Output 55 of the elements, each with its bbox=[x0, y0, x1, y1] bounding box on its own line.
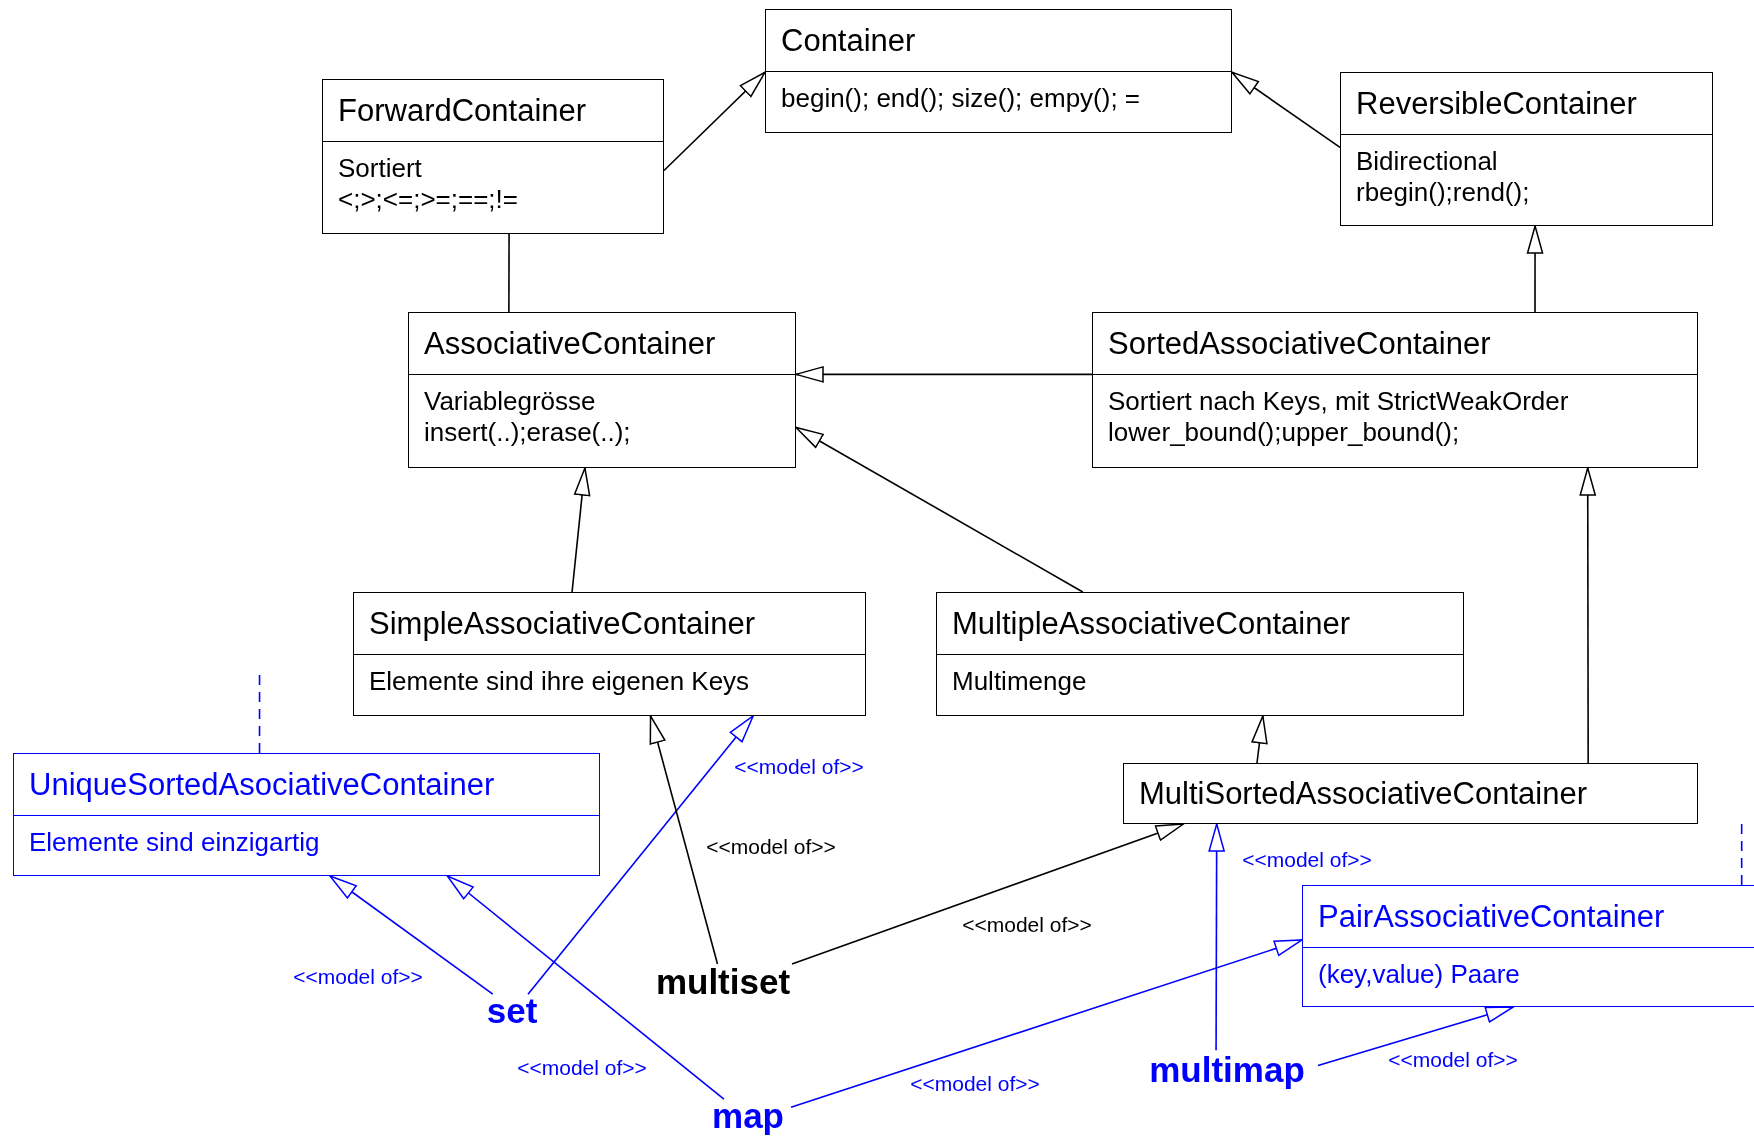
class-member-text: Elemente sind ihre eigenen Keys bbox=[369, 667, 750, 696]
class-name: AssociativeContainer bbox=[424, 325, 716, 362]
class-name: SortedAssociativeContainer bbox=[1108, 325, 1491, 362]
generalization-arrow bbox=[790, 939, 1303, 1109]
generalization-arrow bbox=[1317, 1006, 1514, 1067]
generalization-arrow bbox=[663, 71, 766, 172]
class-box bbox=[1123, 763, 1698, 824]
generalization-arrow bbox=[571, 467, 591, 593]
class-member-text: insert(..);erase(..); bbox=[424, 418, 631, 447]
class-box bbox=[1340, 72, 1713, 226]
class-name: SimpleAssociativeContainer bbox=[369, 605, 755, 642]
class-name: MultipleAssociativeContainer bbox=[952, 605, 1351, 642]
class-name: ForwardContainer bbox=[338, 92, 587, 129]
class-member-text: lower_bound();upper_bound(); bbox=[1108, 418, 1460, 447]
generalization-arrow bbox=[1251, 715, 1268, 764]
class-name: Container bbox=[781, 22, 916, 59]
class-member-text: Bidirectional bbox=[1356, 147, 1498, 176]
class-member-text: Multimenge bbox=[952, 667, 1087, 696]
generalization-arrow bbox=[446, 875, 725, 1100]
class-box bbox=[936, 592, 1464, 716]
class-member-text: Elemente sind einzigartig bbox=[29, 828, 320, 857]
class-member-text: begin(); end(); size(); empy(); = bbox=[781, 84, 1141, 113]
class-box bbox=[13, 753, 600, 876]
generalization-arrow bbox=[795, 366, 1093, 383]
class-box bbox=[1302, 885, 1754, 1007]
class-name: ReversibleContainer bbox=[1356, 85, 1637, 122]
generalization-arrow bbox=[1526, 225, 1544, 313]
class-member-text: (key,value) Paare bbox=[1318, 960, 1520, 989]
class-member-text: <;>;<=;>=;==;!= bbox=[338, 185, 518, 214]
class-box bbox=[353, 592, 866, 716]
class-box bbox=[408, 312, 796, 468]
class-name: PairAssociativeContainer bbox=[1318, 898, 1665, 935]
class-member-text: rbegin();rend(); bbox=[1356, 178, 1530, 207]
generalization-arrow bbox=[649, 715, 719, 965]
object-name: multiset bbox=[654, 962, 792, 1002]
class-box bbox=[1092, 312, 1698, 468]
object-name: map bbox=[705, 1095, 791, 1136]
class-name: MultiSortedAssociativeContainer bbox=[1139, 775, 1587, 812]
generalization-arrow bbox=[527, 715, 754, 995]
class-box bbox=[322, 79, 664, 234]
generalization-arrow bbox=[795, 426, 1084, 593]
generalization-arrow bbox=[1231, 71, 1341, 149]
generalization-arrow bbox=[791, 823, 1185, 965]
connector-line bbox=[508, 233, 510, 313]
class-name: UniqueSortedAsociativeContainer bbox=[29, 766, 495, 803]
class-member-text: Sortiert nach Keys, mit StrictWeakOrder bbox=[1108, 387, 1569, 416]
class-member-text: Sortiert bbox=[338, 154, 422, 183]
generalization-arrow bbox=[1208, 823, 1225, 1051]
connector-line bbox=[1740, 821, 1743, 886]
generalization-arrow bbox=[329, 875, 494, 995]
class-member-text: Variablegrösse bbox=[424, 387, 596, 416]
object-name: set bbox=[480, 990, 544, 1032]
generalization-arrow bbox=[1579, 467, 1596, 764]
class-box bbox=[765, 9, 1232, 133]
object-name: multimap bbox=[1136, 1048, 1318, 1092]
